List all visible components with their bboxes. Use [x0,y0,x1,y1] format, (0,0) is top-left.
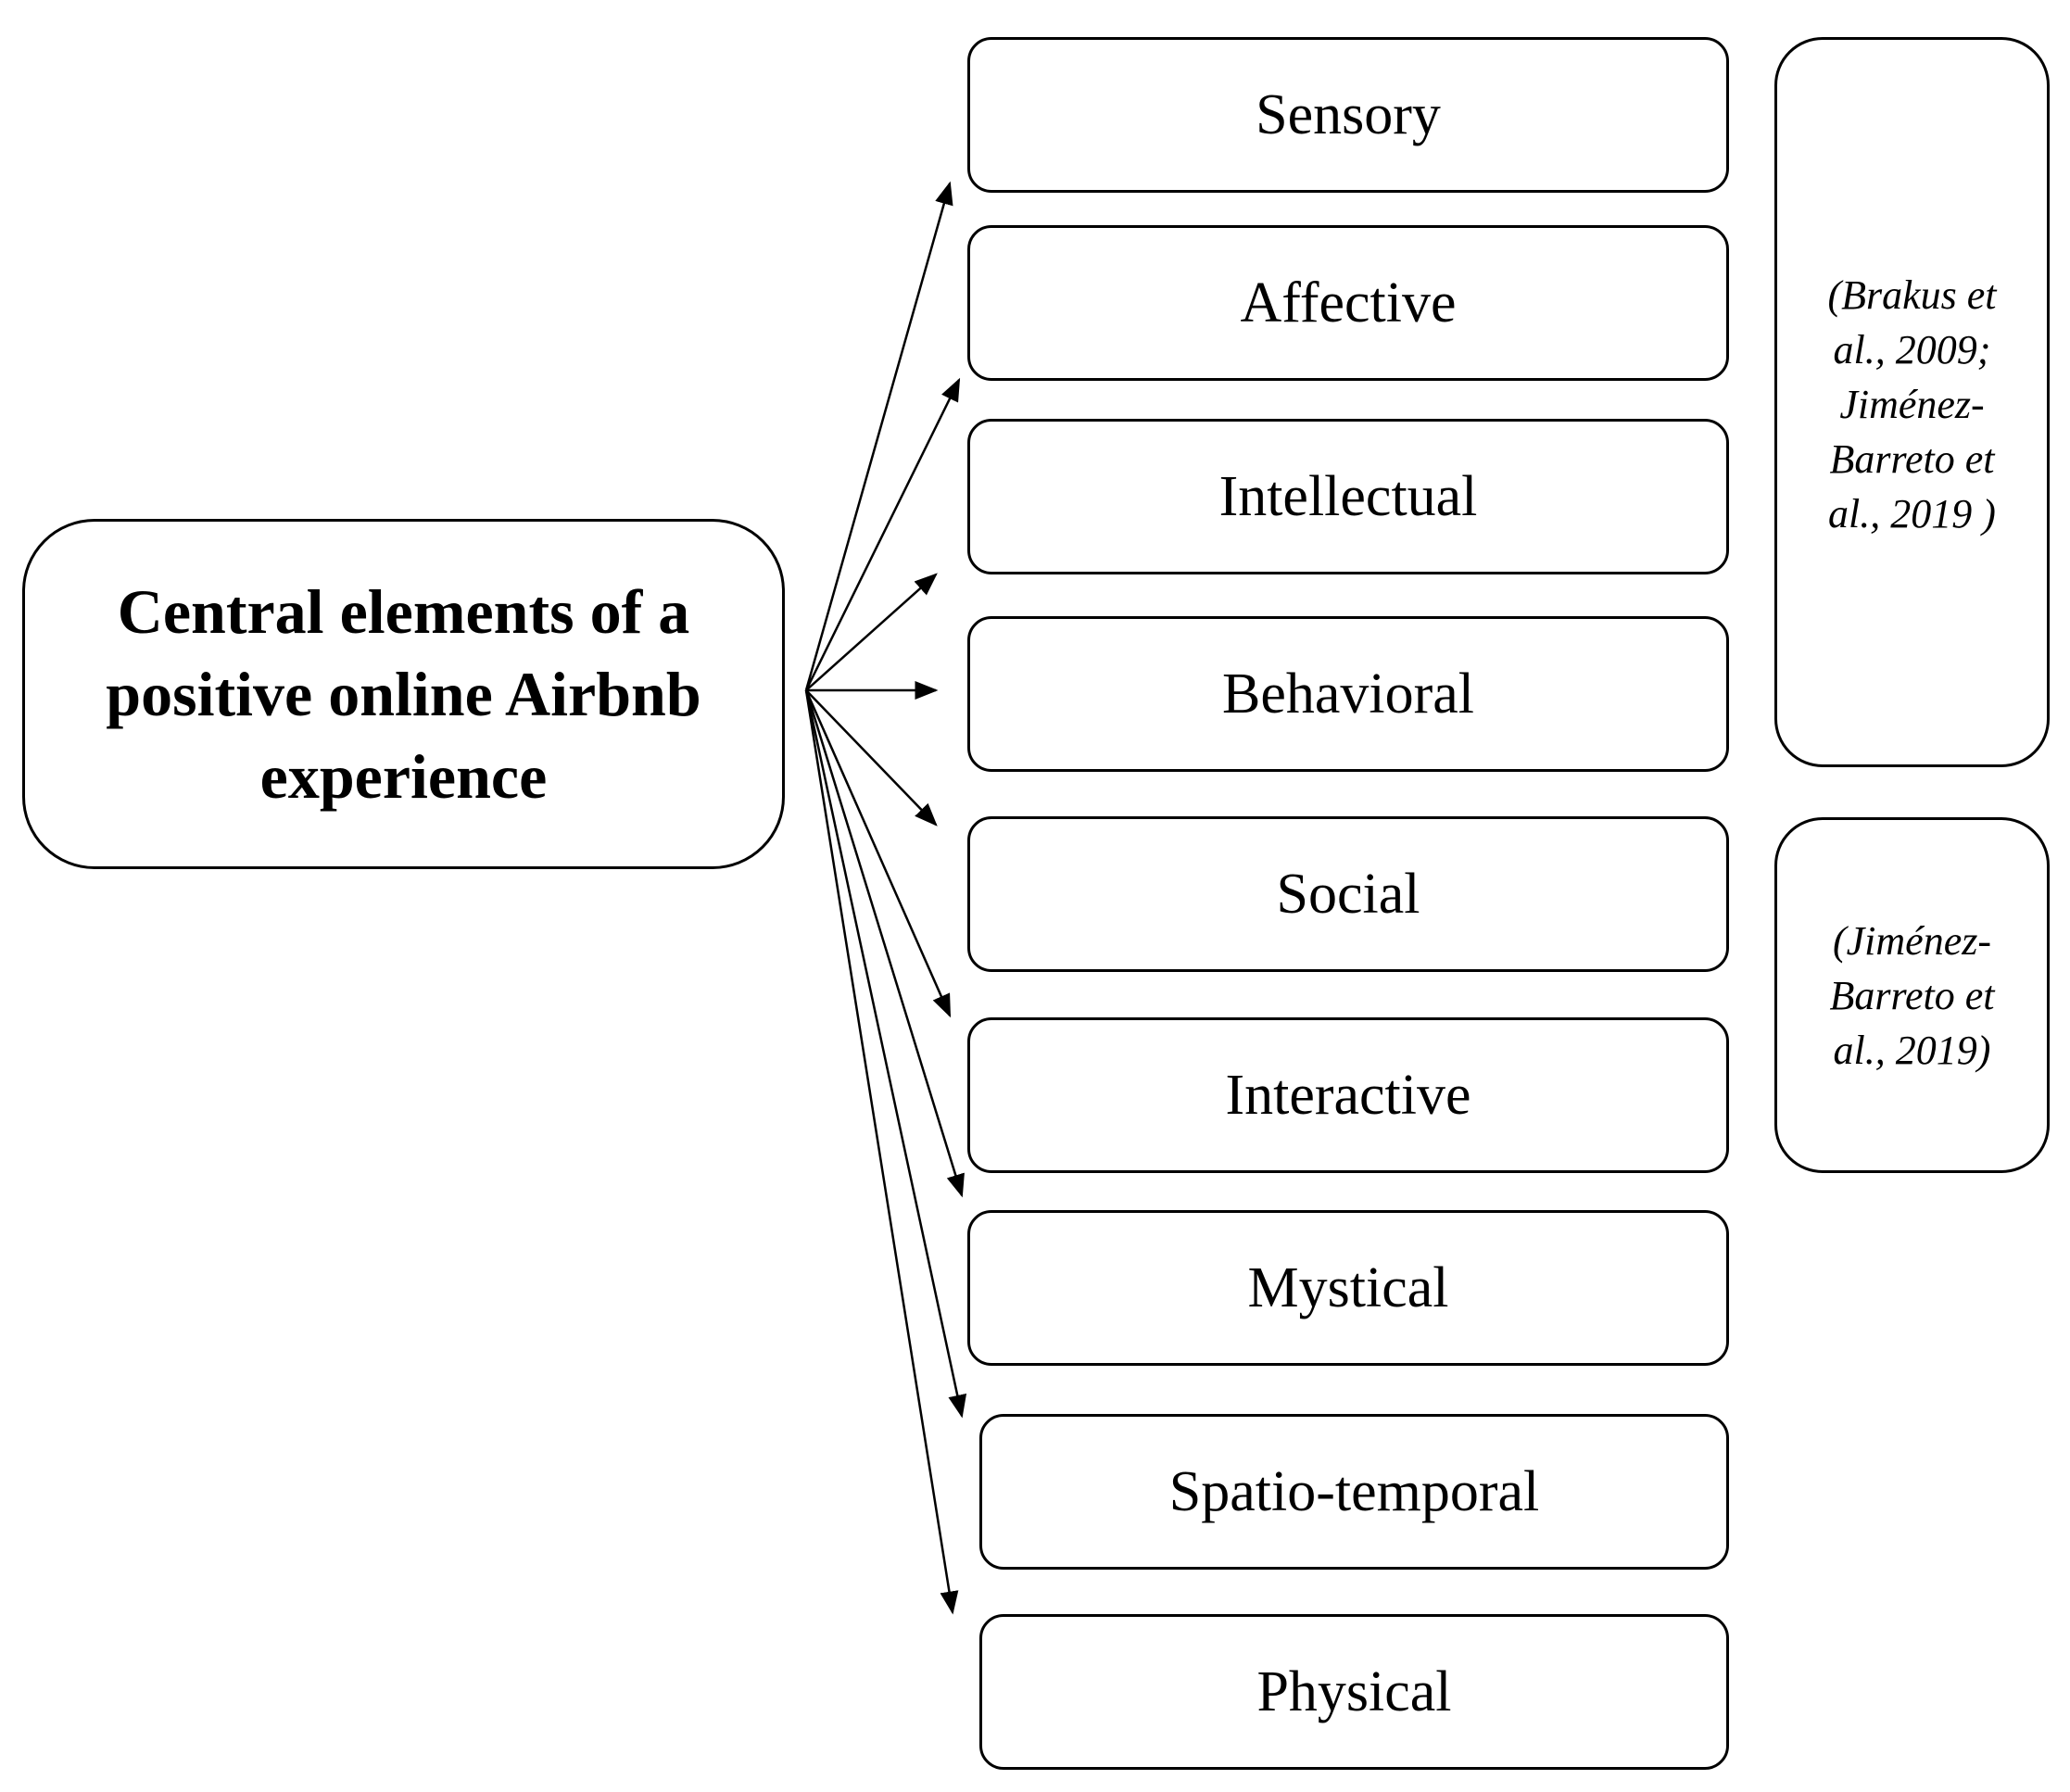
element-label: Mystical [1247,1256,1449,1319]
element-label: Affective [1240,271,1457,334]
central-concept-text: Central elements of a positive online Ai… [106,575,701,812]
arrow-to-social [805,689,938,827]
arrow-to-intellectual [805,573,938,691]
element-box-intellectual: Intellectual [967,419,1729,574]
arrow-to-spatio-temporal [804,689,967,1419]
element-box-spatio-temporal: Spatio-temporal [979,1414,1729,1570]
arrow-to-sensory [804,181,953,691]
element-label: Sensory [1256,82,1441,146]
arrow-to-physical [804,689,959,1615]
element-box-sensory: Sensory [967,37,1729,193]
element-label: Behavioral [1221,662,1474,726]
reference-box-brakus-jimenez: (Brakus et al., 2009; Jiménez- Barreto e… [1774,37,2050,767]
arrow-to-affective [804,377,961,691]
element-label: Intellectual [1218,464,1478,528]
element-box-physical: Physical [979,1614,1729,1770]
element-label: Interactive [1225,1063,1471,1127]
element-label: Physical [1256,1659,1452,1723]
reference-citation: (Jiménez- Barreto et al., 2019) [1829,917,1995,1073]
element-box-behavioral: Behavioral [967,616,1729,772]
element-box-social: Social [967,816,1729,972]
arrow-to-interactive [804,689,952,1018]
reference-box-jimenez: (Jiménez- Barreto et al., 2019) [1774,817,2050,1173]
element-box-interactive: Interactive [967,1017,1729,1173]
element-label: Spatio-temporal [1168,1459,1540,1523]
reference-citation: (Brakus et al., 2009; Jiménez- Barreto e… [1827,272,1997,536]
element-box-affective: Affective [967,225,1729,381]
element-label: Social [1276,862,1420,926]
central-concept-box: Central elements of a positive online Ai… [22,519,785,869]
element-box-mystical: Mystical [967,1210,1729,1366]
arrow-to-mystical [804,689,965,1198]
